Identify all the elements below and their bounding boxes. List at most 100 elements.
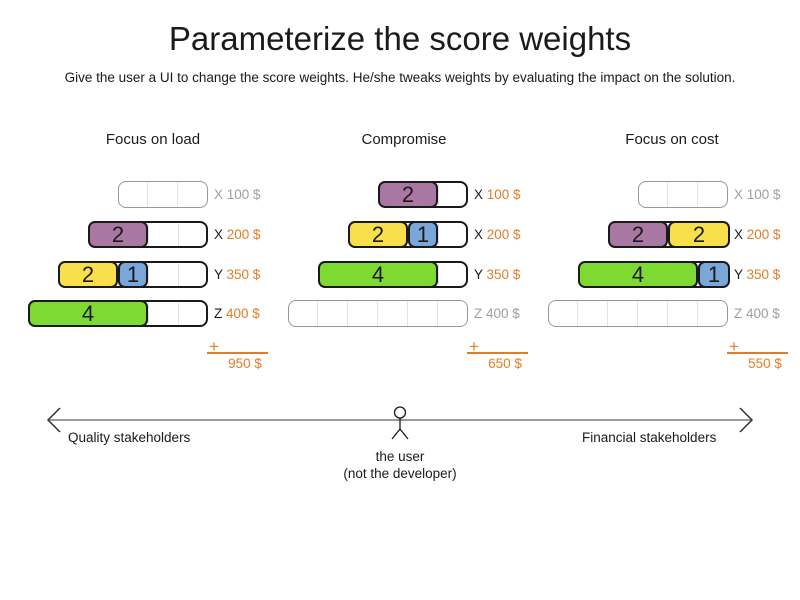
sum-line	[207, 352, 268, 354]
row-label-letter: Z	[734, 306, 746, 321]
weight-block: 2	[88, 221, 148, 248]
row-label-value: 100 $	[486, 187, 521, 202]
stakeholder-axis	[46, 406, 754, 440]
total-value: 950 $	[228, 356, 262, 371]
page-title: Parameterize the score weights	[168, 20, 632, 57]
row-label-letter: X	[474, 187, 487, 202]
cell-divider	[667, 301, 668, 326]
cell-divider	[148, 302, 149, 325]
sum-line	[727, 352, 788, 354]
row-label-letter: Y	[734, 267, 747, 282]
row-label-value: 400 $	[226, 306, 260, 321]
cell-divider	[178, 223, 179, 246]
weight-block: 4	[318, 261, 438, 288]
row-label-letter: X	[214, 187, 227, 202]
cell-divider	[407, 301, 408, 326]
weight-block: 1	[118, 261, 148, 288]
weight-block: 2	[378, 181, 438, 208]
weight-block: 1	[698, 261, 730, 288]
weight-tray	[118, 181, 208, 208]
row-label-letter: Z	[474, 306, 486, 321]
column-title: Compromise	[361, 131, 447, 148]
cell-divider	[347, 301, 348, 326]
row-label: X 100 $	[474, 187, 521, 202]
weight-tray	[288, 300, 468, 327]
cell-divider	[178, 302, 179, 325]
cell-divider	[438, 223, 439, 246]
row-label: Y 350 $	[214, 267, 260, 282]
cell-divider	[148, 223, 149, 246]
row-label-value: 200 $	[226, 227, 261, 242]
row-label: Y 350 $	[474, 267, 520, 282]
cell-divider	[317, 301, 318, 326]
weight-block: 4	[578, 261, 698, 288]
row-label-letter: X	[734, 227, 747, 242]
row-label-value: 400 $	[746, 306, 780, 321]
plus-sign: +	[729, 337, 739, 356]
cell-divider	[178, 263, 179, 286]
row-label-value: 400 $	[486, 306, 520, 321]
cell-divider	[438, 263, 439, 286]
cell-divider	[697, 182, 698, 207]
row-label-value: 100 $	[226, 187, 261, 202]
weight-tray: 2	[378, 181, 468, 208]
row-label-value: 350 $	[746, 267, 781, 282]
row-label: Y 350 $	[734, 267, 780, 282]
row-label-letter: Z	[214, 306, 226, 321]
row-label-letter: Y	[474, 267, 487, 282]
weight-tray: 4	[318, 261, 468, 288]
total-value: 550 $	[748, 356, 782, 371]
weight-block: 2	[608, 221, 668, 248]
row-label: X 100 $	[214, 187, 261, 202]
the-user-label: the user	[375, 449, 425, 464]
cell-divider	[667, 182, 668, 207]
plus-sign: +	[469, 337, 479, 356]
cell-divider	[147, 182, 148, 207]
quality-stakeholders-label: Quality stakeholders	[68, 430, 191, 445]
left-arrowhead-icon	[46, 407, 61, 433]
cell-divider	[577, 301, 578, 326]
cell-divider	[437, 301, 438, 326]
weight-block: 2	[58, 261, 118, 288]
row-label-letter: X	[734, 187, 747, 202]
cell-divider	[697, 301, 698, 326]
weight-block: 4	[28, 300, 148, 327]
row-label-letter: X	[214, 227, 227, 242]
page-subtitle: Give the user a UI to change the score w…	[64, 70, 736, 85]
row-label-letter: Y	[214, 267, 227, 282]
total-value: 650 $	[488, 356, 522, 371]
row-label-value: 100 $	[746, 187, 781, 202]
cell-divider	[148, 263, 149, 286]
row-label-value: 350 $	[486, 267, 521, 282]
row-label-value: 200 $	[746, 227, 781, 242]
weight-tray	[548, 300, 728, 327]
row-label-value: 350 $	[226, 267, 261, 282]
right-arrowhead-icon	[739, 407, 754, 433]
cell-divider	[607, 301, 608, 326]
weight-block: 2	[668, 221, 730, 248]
column-title: Focus on load	[105, 131, 201, 148]
row-label-value: 200 $	[486, 227, 521, 242]
cell-divider	[177, 182, 178, 207]
user-stick-figure-icon	[391, 406, 409, 440]
row-label: X 200 $	[474, 227, 521, 242]
weight-block: 1	[408, 221, 438, 248]
cell-divider	[438, 183, 439, 206]
row-label: X 200 $	[734, 227, 781, 242]
weight-tray: 4	[28, 300, 208, 327]
column-title: Focus on cost	[625, 131, 719, 148]
plus-sign: +	[209, 337, 219, 356]
cell-divider	[377, 301, 378, 326]
not-the-developer-label: (not the developer)	[343, 466, 457, 481]
row-label: Z 400 $	[734, 306, 780, 321]
weight-tray	[638, 181, 728, 208]
row-label-letter: X	[474, 227, 487, 242]
weight-block: 2	[348, 221, 408, 248]
row-label: X 200 $	[214, 227, 261, 242]
row-label: Z 400 $	[214, 306, 260, 321]
row-label: Z 400 $	[474, 306, 520, 321]
cell-divider	[637, 301, 638, 326]
